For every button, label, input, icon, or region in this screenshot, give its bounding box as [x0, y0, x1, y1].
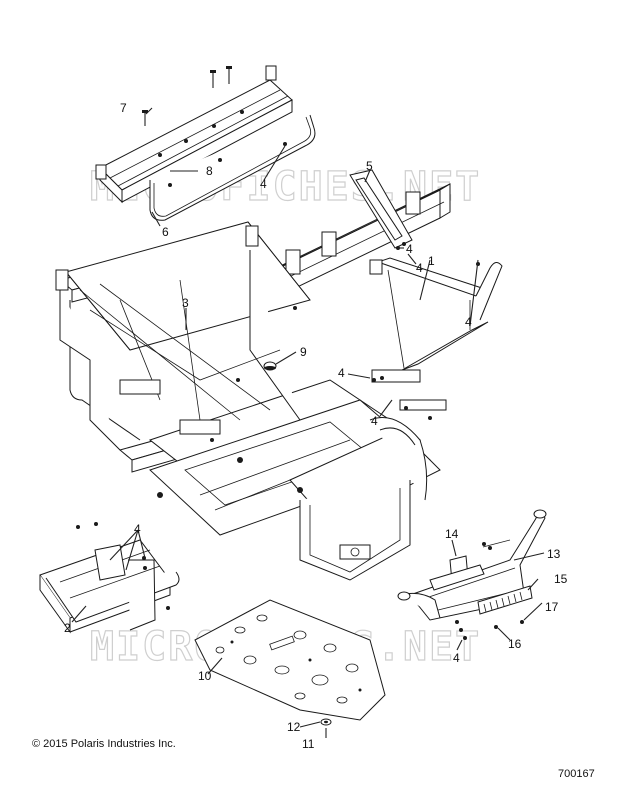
cargo-bed-frame [95, 65, 316, 221]
callout-4-crossmember-a: 4 [406, 242, 413, 256]
main-chassis-frame [55, 221, 441, 581]
callout-10: 10 [198, 669, 212, 683]
callout-1: 1 [428, 254, 435, 268]
callout-12: 12 [287, 720, 301, 734]
copyright-notice: © 2015 Polaris Industries Inc. [32, 738, 176, 750]
callout-4-rack-left: 4 [338, 366, 345, 380]
callout-11: 11 [302, 737, 315, 751]
callout-15: 15 [554, 572, 568, 586]
callout-14: 14 [445, 527, 459, 541]
callout-17: 17 [545, 600, 559, 614]
callout-labels: 7 8 4 6 5 4 4 3 9 1 4 4 4 4 2 14 13 15 1… [64, 101, 568, 751]
callout-3: 3 [182, 296, 189, 310]
callout-4-cargo: 4 [260, 177, 267, 191]
callout-16: 16 [508, 637, 522, 651]
callout-9: 9 [300, 345, 307, 359]
callout-4-rack-bottom: 4 [371, 414, 378, 428]
callout-7: 7 [120, 101, 127, 115]
callout-4-front-bumper: 4 [453, 651, 460, 665]
callout-2: 2 [64, 621, 71, 635]
leader-lines [71, 107, 545, 728]
document-number: 700167 [558, 768, 595, 780]
grommet [263, 361, 277, 371]
callout-6: 6 [162, 225, 169, 239]
callout-8: 8 [206, 164, 213, 178]
front-bumper-assembly [397, 509, 547, 640]
callout-4-crossmember-b: 4 [416, 261, 423, 275]
callout-5: 5 [366, 159, 373, 173]
rear-bumper-assembly [39, 522, 180, 634]
callout-4-rear-bumper: 4 [134, 522, 141, 536]
rear-rack-support [369, 257, 503, 420]
fastener-nut-bolt [320, 718, 332, 738]
skid-plate [194, 599, 386, 721]
callout-4-rack-top: 4 [465, 315, 472, 329]
callout-13: 13 [547, 547, 561, 561]
